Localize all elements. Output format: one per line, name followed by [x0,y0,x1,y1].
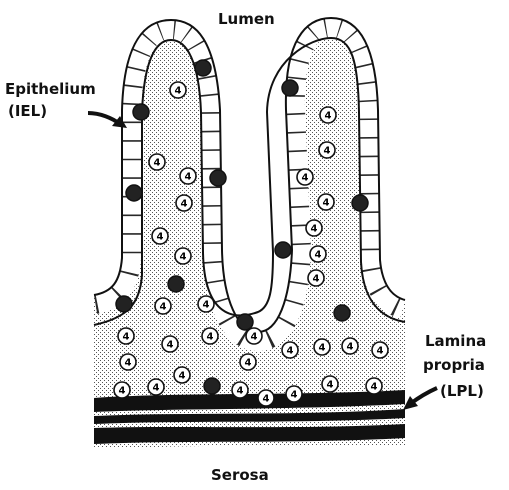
svg-text:4: 4 [245,358,252,369]
lymphocyte: 4 [198,296,214,312]
svg-text:4: 4 [291,390,298,401]
svg-text:4: 4 [311,224,318,235]
lymphocyte: 4 [202,328,218,344]
lymphocyte: 4 [152,228,168,244]
lymphocyte: 4 [176,195,192,211]
lymphocyte: 4 [372,342,388,358]
svg-text:4: 4 [125,358,132,369]
lymphocyte: 4 [308,270,324,286]
dark-cell [275,242,291,258]
lymphocyte: 4 [180,168,196,184]
svg-text:4: 4 [287,346,294,357]
lymphocyte: 4 [246,328,262,344]
dark-cell [133,104,149,120]
iel-label: (IEL) [8,102,47,120]
dark-cell [210,170,226,186]
dark-cell [352,195,368,211]
lymphocyte: 4 [148,379,164,395]
svg-text:4: 4 [323,198,330,209]
propria-label: propria [423,356,485,374]
lymphocyte: 4 [118,328,134,344]
lymphocyte: 4 [240,354,256,370]
svg-text:4: 4 [157,232,164,243]
svg-text:4: 4 [251,332,258,343]
lymphocyte: 4 [162,336,178,352]
dark-cell [334,305,350,321]
svg-text:4: 4 [207,332,214,343]
svg-text:4: 4 [315,250,322,261]
svg-text:4: 4 [119,386,126,397]
svg-text:4: 4 [325,111,332,122]
lumen-label: Lumen [218,10,275,28]
lymphocyte: 4 [366,378,382,394]
svg-text:4: 4 [371,382,378,393]
svg-text:4: 4 [167,340,174,351]
lymphocyte: 4 [120,354,136,370]
lymphocyte: 4 [320,107,336,123]
svg-text:4: 4 [347,342,354,353]
lymphocyte: 4 [310,246,326,262]
lymphocyte: 4 [149,154,165,170]
dark-cell [116,296,132,312]
lymphocyte: 4 [297,169,313,185]
svg-text:4: 4 [302,173,309,184]
svg-text:4: 4 [180,252,187,263]
lymphocyte: 4 [306,220,322,236]
dark-cell [195,60,211,76]
lymphocyte: 4 [282,342,298,358]
svg-text:4: 4 [153,383,160,394]
svg-text:4: 4 [160,302,167,313]
lymphocyte: 4 [319,142,335,158]
dark-cell [204,378,220,394]
dark-cell [168,276,184,292]
svg-text:4: 4 [181,199,188,210]
lymphocyte: 4 [286,386,302,402]
svg-text:4: 4 [319,343,326,354]
svg-text:4: 4 [175,86,182,97]
lymphocyte: 4 [174,367,190,383]
svg-text:4: 4 [154,158,161,169]
lymphocyte: 4 [155,298,171,314]
svg-text:4: 4 [237,386,244,397]
lymphocyte: 4 [170,82,186,98]
lymphocyte: 4 [175,248,191,264]
serosa-label: Serosa [211,466,269,484]
svg-text:4: 4 [185,172,192,183]
dark-cell [126,185,142,201]
dark-cell [282,80,298,96]
svg-text:4: 4 [263,394,270,405]
svg-text:4: 4 [203,300,210,311]
svg-text:4: 4 [327,380,334,391]
svg-text:4: 4 [377,346,384,357]
dark-cell [237,314,253,330]
svg-text:4: 4 [324,146,331,157]
lymphocyte: 4 [314,339,330,355]
serosa-layer [94,385,405,448]
svg-text:4: 4 [179,371,186,382]
svg-text:4: 4 [313,274,320,285]
lymphocyte: 4 [318,194,334,210]
epithelium-label: Epithelium [5,80,96,98]
lymphocyte: 4 [232,382,248,398]
svg-text:4: 4 [123,332,130,343]
lymphocyte: 4 [114,382,130,398]
lymphocyte: 4 [322,376,338,392]
lymphocyte: 4 [258,390,274,406]
lamina-label: Lamina [425,332,486,350]
lymphocyte: 4 [342,338,358,354]
lpl-label: (LPL) [440,382,484,400]
